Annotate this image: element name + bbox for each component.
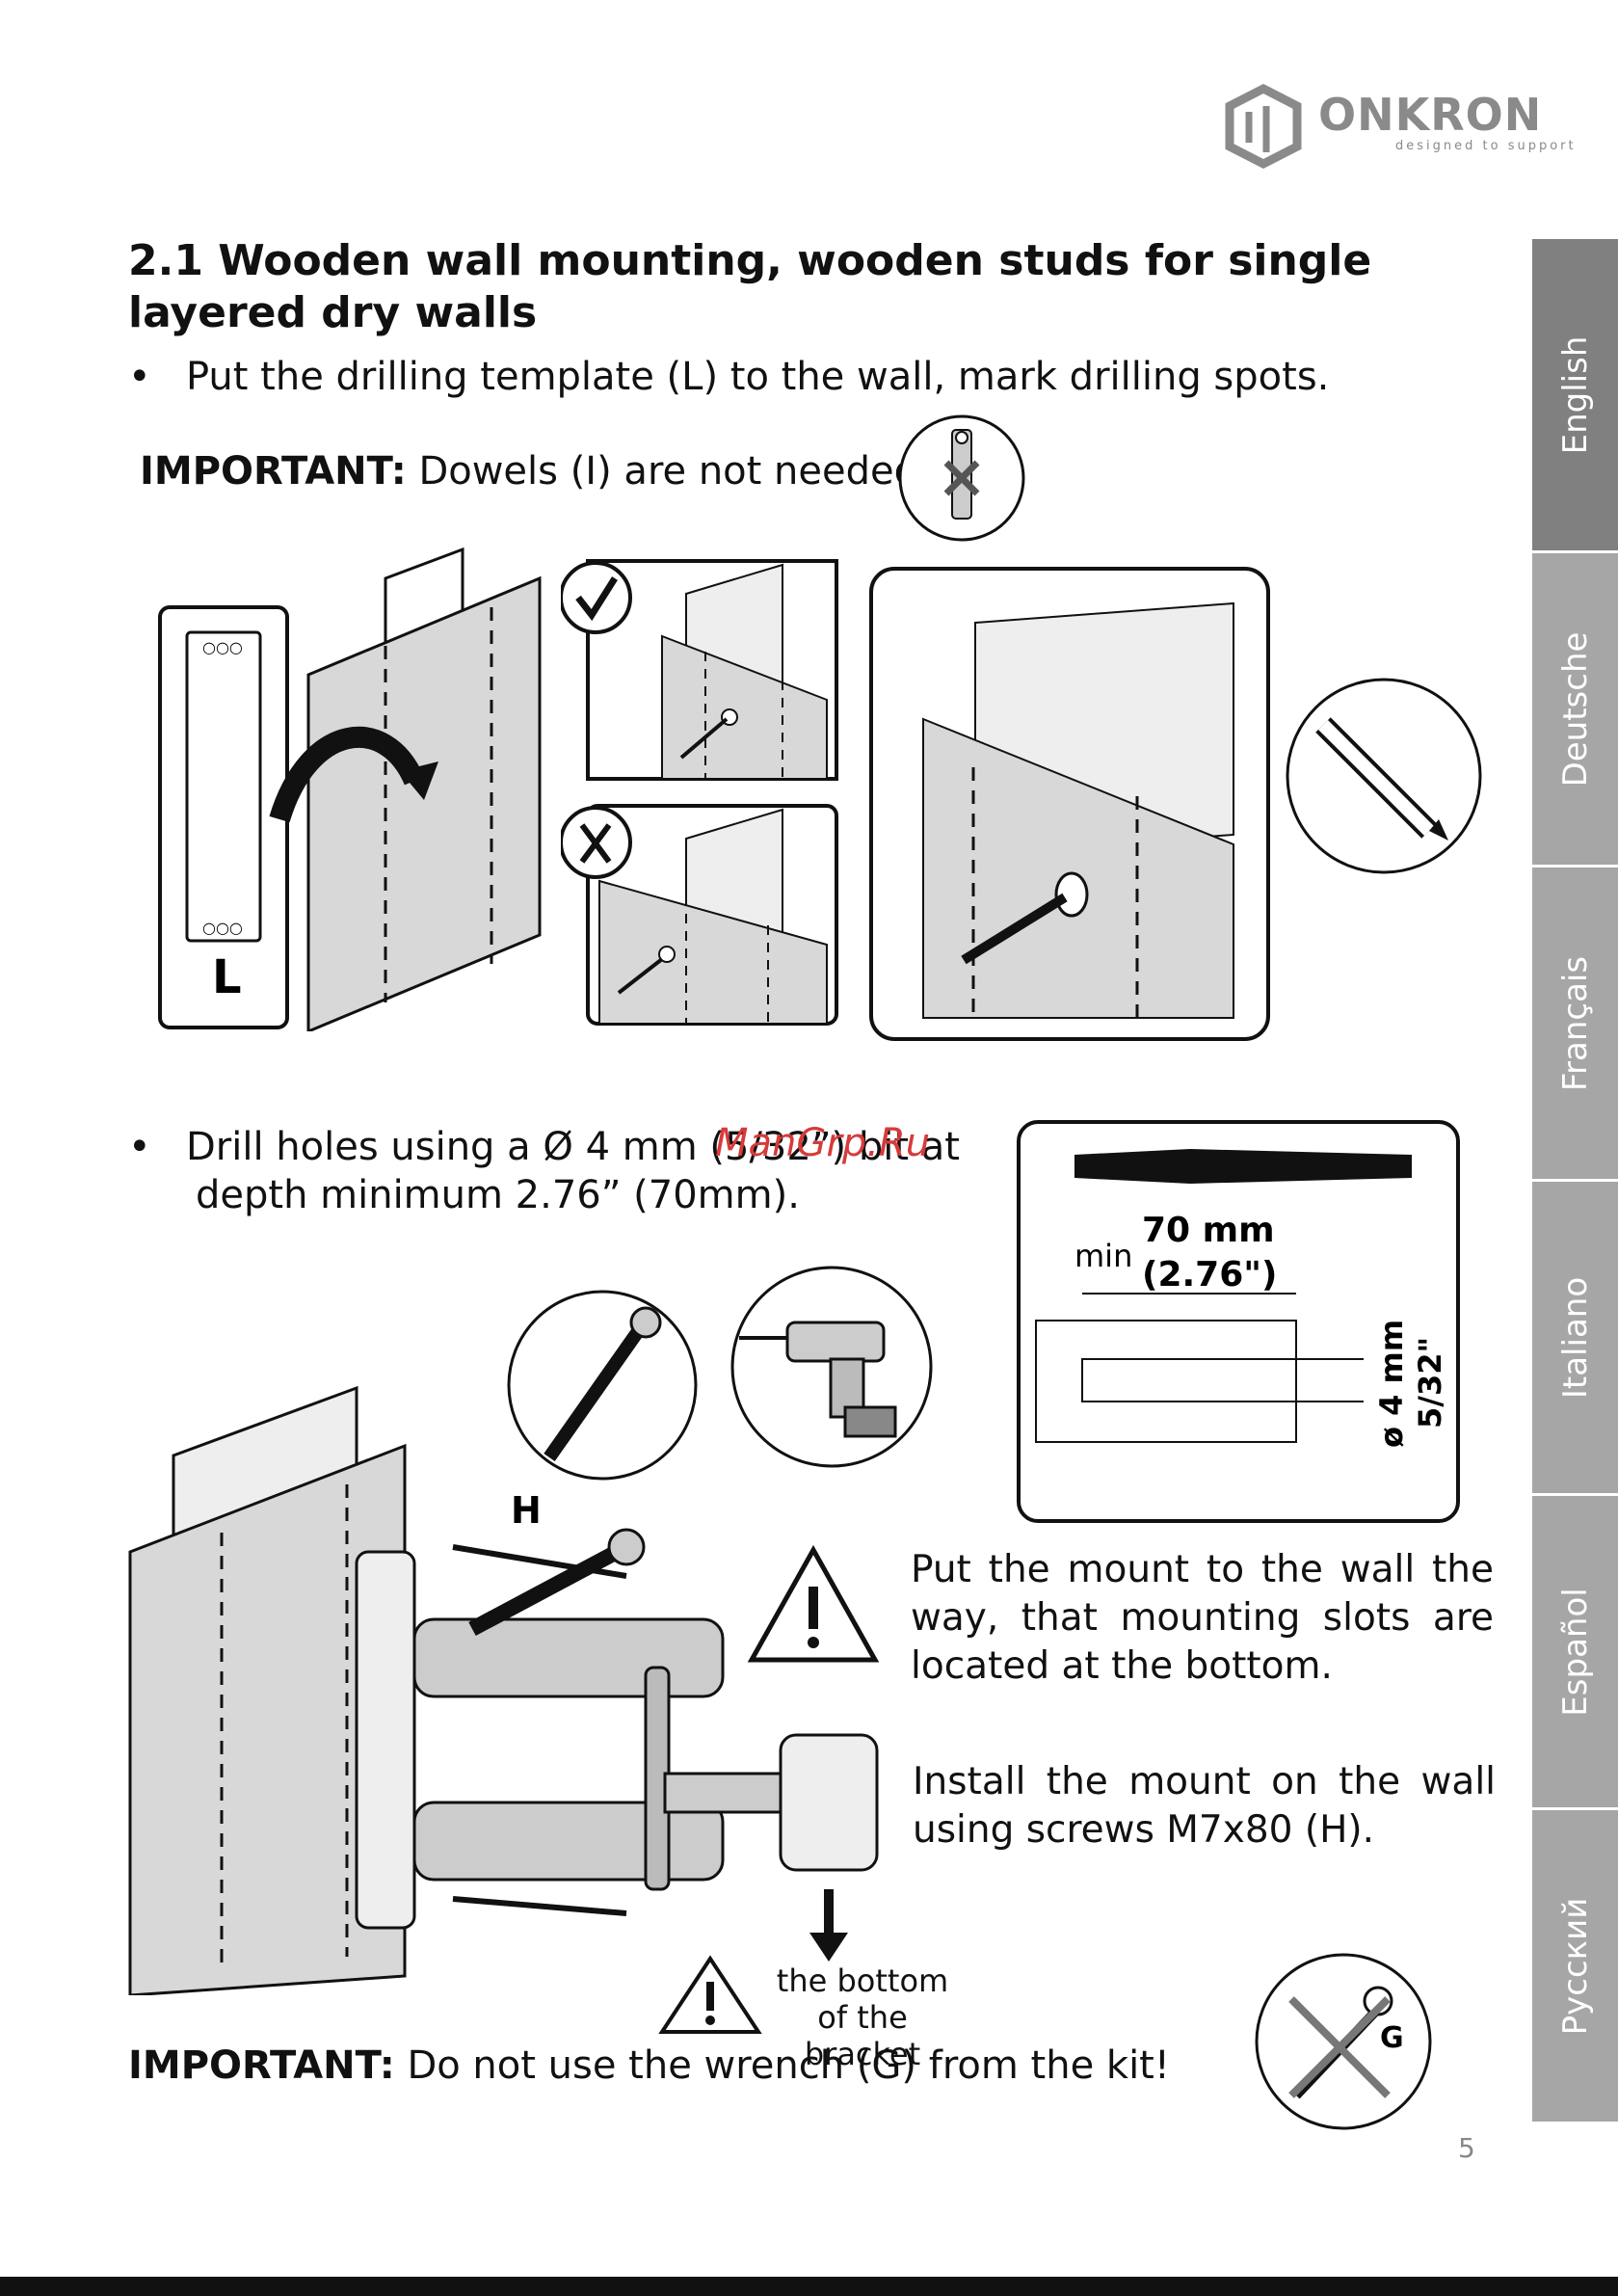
step-2-line-2: depth minimum 2.76” (70mm). [196, 1173, 800, 1217]
step-2-line-1: Drill holes using a Ø 4 mm (5/32”) bit a… [186, 1125, 960, 1169]
page-number: 5 [1458, 2132, 1475, 2164]
brand-name: ONKRON [1318, 89, 1543, 141]
drill-diam-in: 5/32" [1412, 1337, 1448, 1428]
tab-italiano-label: Italiano [1555, 1276, 1595, 1399]
svg-text:○○○: ○○○ [202, 638, 243, 656]
drill-depth-diagram: min 70 mm (2.76") ø 4 mm 5/32" [1017, 1120, 1460, 1523]
brand-tagline: designed to support [1395, 139, 1577, 153]
bottom-border [0, 2277, 1618, 2296]
important-text: Dowels (I) are not needed! [418, 449, 935, 494]
svg-text:L: L [212, 950, 242, 1004]
socket-wrench-icon [507, 1290, 698, 1481]
important-note-2: IMPORTANT: Do not use the wrench (G) fro… [128, 2043, 1170, 2088]
no-wrench-icon: G [1255, 1953, 1432, 2130]
mount-install-note: Install the mount on the wall using scre… [913, 1760, 1496, 1852]
important-label: IMPORTANT: [140, 449, 407, 494]
drill-length-mm: 70 mm [1142, 1211, 1275, 1250]
zoom-marking-panel [869, 567, 1270, 1041]
no-dowel-icon [898, 414, 1025, 542]
tab-russian-label: Русский [1555, 1897, 1595, 2035]
tab-deutsche[interactable]: Deutsche [1532, 553, 1618, 868]
correct-marking-panel [561, 559, 838, 781]
step-2: •Drill holes using a Ø 4 mm (5/32”) bit … [128, 1123, 976, 1219]
tab-francais-label: Français [1555, 955, 1595, 1091]
onkron-logo-icon [1225, 83, 1302, 170]
incorrect-marking-panel [561, 804, 838, 1026]
bracket-bottom-label: the bottom of the bracket [766, 1962, 959, 2072]
tab-deutsche-label: Deutsche [1555, 631, 1595, 787]
mount-installation-illustration: H [128, 1385, 879, 1995]
tab-russian[interactable]: Русский [1532, 1810, 1618, 2124]
watermark: ManGrp.Ru [715, 1121, 931, 1165]
section-title: 2.1 Wooden wall mounting, wooden studs f… [128, 236, 1372, 337]
tab-english-label: English [1555, 335, 1595, 454]
tab-espanol[interactable]: Español [1532, 1496, 1618, 1810]
tab-espanol-label: Español [1555, 1587, 1595, 1717]
important-note-1: IMPORTANT: Dowels (I) are not needed! [140, 449, 934, 494]
step-1: •Put the drilling template (L) to the wa… [128, 355, 1330, 399]
bracket-bottom-line-2: of the bracket [804, 1999, 921, 2072]
power-drill-icon [730, 1266, 933, 1468]
drill-length-in: (2.76") [1142, 1255, 1277, 1295]
mount-orientation-note: Put the mount to the wall the way, that … [911, 1548, 1494, 1688]
language-sidebar: English Deutsche Français Italiano Españ… [1532, 239, 1618, 2124]
warning-small-icon [658, 1955, 762, 2034]
template-illustration: ○○○ ○○○ L [158, 547, 542, 1031]
drill-diam-mm: ø 4 mm [1373, 1320, 1410, 1448]
tab-francais[interactable]: Français [1532, 868, 1618, 1182]
tab-italiano[interactable]: Italiano [1532, 1182, 1618, 1496]
important-text-2: Do not use the wrench (G) from the kit! [407, 2043, 1170, 2088]
drill-min-label: min [1074, 1238, 1132, 1274]
svg-text:○○○: ○○○ [202, 919, 243, 937]
warning-icon [747, 1544, 880, 1663]
pencil-icon [1286, 678, 1482, 874]
screw-label: H [511, 1489, 542, 1532]
important-label-2: IMPORTANT: [128, 2043, 395, 2088]
wrench-label: G [1380, 2021, 1404, 2055]
tab-english[interactable]: English [1532, 239, 1618, 553]
step-1-text: Put the drilling template (L) to the wal… [186, 355, 1330, 399]
bracket-bottom-line-1: the bottom [776, 1962, 949, 1999]
